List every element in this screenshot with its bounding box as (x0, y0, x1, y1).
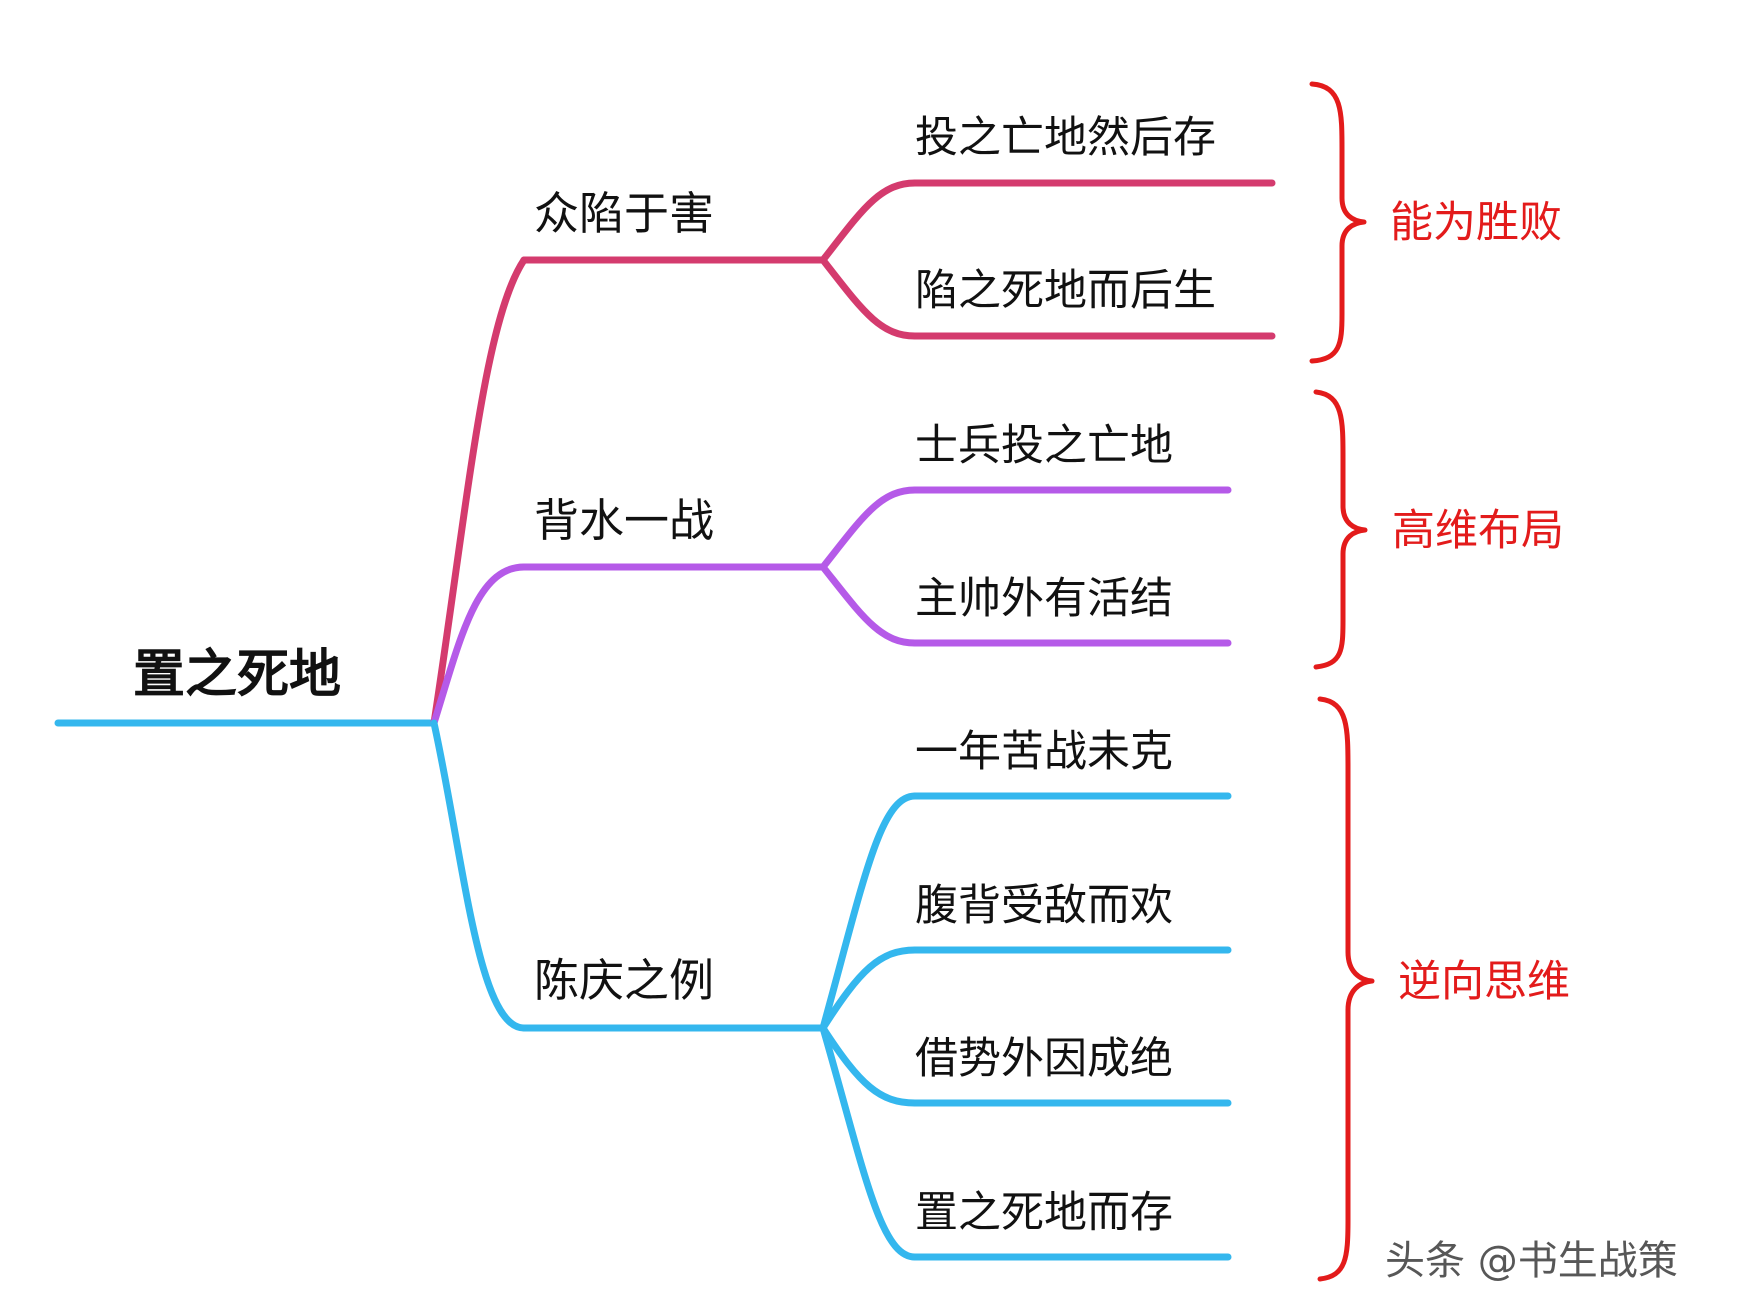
leaf-3-1-label: 一年苦战未克 (915, 727, 1173, 777)
leaf-1-2-label: 陷之死地而后生 (915, 266, 1216, 316)
connector-leaf-3-1 (819, 792, 919, 1032)
connector-branch-1 (430, 256, 528, 727)
branch-3-label: 陈庆之例 (534, 954, 714, 1007)
leaf-3-3-label: 借势外因成绝 (915, 1034, 1173, 1084)
brace-1 (1309, 81, 1367, 364)
leaf-2-1-label: 士兵投之亡地 (915, 421, 1173, 471)
branch-2-label: 背水一战 (534, 494, 714, 547)
connector-leaf-2-1 (819, 486, 919, 571)
connector-branch-3 (430, 719, 528, 1032)
brace-2 (1313, 389, 1368, 670)
brace-3 (1317, 696, 1375, 1282)
connector-leaf-1-2 (819, 256, 919, 340)
watermark-text: 头条 @书生战策 (1385, 1238, 1678, 1284)
root-node-label: 置之死地 (133, 645, 341, 705)
note-2-label: 高维布局 (1392, 506, 1564, 556)
note-3-label: 逆向思维 (1398, 957, 1570, 1007)
connector-leaf-3-3 (819, 1024, 919, 1107)
connector-branch-2 (430, 563, 528, 727)
connector-leaf-1-1 (819, 179, 919, 264)
branch-1-label: 众陷于害 (534, 187, 714, 240)
note-1-label: 能为胜败 (1390, 198, 1562, 248)
connector-leaf-3-4 (819, 1024, 919, 1261)
leaf-2-2-label: 主帅外有活结 (915, 574, 1173, 624)
connector-leaf-3-2 (819, 946, 919, 1032)
leaf-3-2-label: 腹背受敌而欢 (915, 881, 1173, 931)
connector-leaf-2-2 (819, 563, 919, 647)
leaf-1-1-label: 投之亡地然后存 (915, 113, 1216, 163)
leaf-3-4-label: 置之死地而存 (915, 1188, 1173, 1238)
